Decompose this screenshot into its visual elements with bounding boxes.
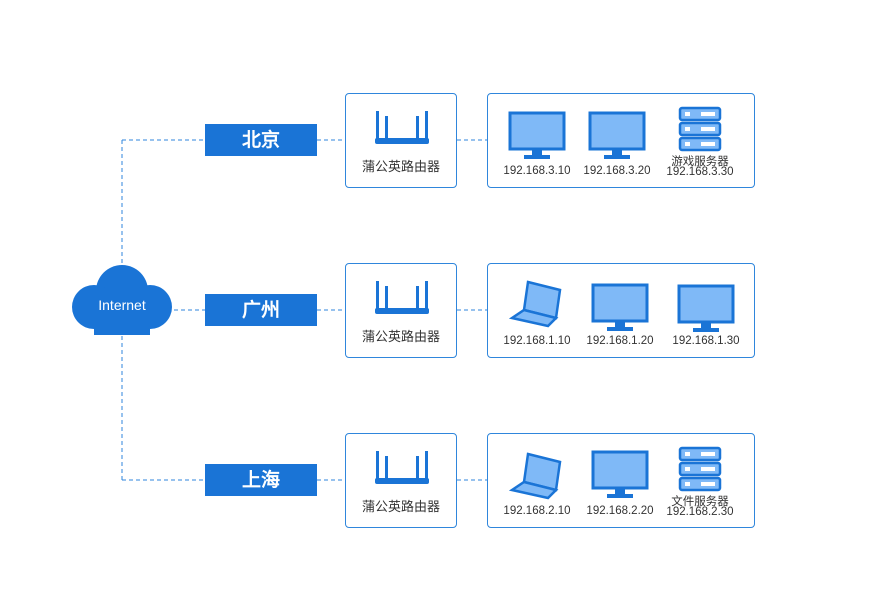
device-ip: 192.168.2.20 [586,505,654,517]
device-ip: 192.168.3.10 [503,165,571,177]
device-name: 游戏服务器 [671,154,729,168]
router-box-guangzhou: 蒲公英路由器 [345,263,457,358]
device-laptop: 192.168.1.10 [497,264,577,359]
router-label: 蒲公英路由器 [361,500,440,515]
device-monitor: 192.168.1.20 [580,264,660,359]
device-monitor: 192.168.1.30 [666,264,746,359]
server-icon [678,446,722,492]
device-name: 文件服务器 [671,494,729,508]
lan-box-shanghai: 192.168.2.10 192.168.2.20 文件服务器 192.168.… [487,433,755,528]
device-ip: 192.168.3.30 [666,166,734,178]
monitor-icon [677,284,735,332]
router-box-shanghai: 蒲公英路由器 [345,433,457,528]
laptop-icon [508,280,562,328]
monitor-icon [508,111,566,159]
device-ip: 192.168.3.20 [583,165,651,177]
device-ip: 192.168.1.20 [586,335,654,347]
server-icon [678,106,722,152]
device-server: 游戏服务器 192.168.3.30 [660,94,740,189]
router-icon [375,451,429,484]
monitor-icon [591,283,649,331]
device-server: 文件服务器 192.168.2.30 [660,434,740,529]
router-label: 蒲公英路由器 [361,160,440,175]
device-monitor: 192.168.3.10 [497,94,577,189]
device-ip: 192.168.1.30 [672,335,740,347]
monitor-icon [591,450,649,498]
device-ip: 192.168.1.10 [503,335,571,347]
router-box-beijing: 蒲公英路由器 [345,93,457,188]
router-icon [375,281,429,314]
device-monitor: 192.168.3.20 [577,94,657,189]
lan-box-beijing: 192.168.3.10 192.168.3.20 游戏服务器 192.168.… [487,93,755,188]
router-icon [375,111,429,144]
device-monitor: 192.168.2.20 [580,434,660,529]
city-label-shanghai: 上海 [205,464,317,496]
city-label-guangzhou: 广州 [205,294,317,326]
lan-box-guangzhou: 192.168.1.10 192.168.1.20 192.168.1.30 [487,263,755,358]
device-ip: 192.168.2.30 [666,506,734,518]
cloud-icon [72,265,172,335]
device-laptop: 192.168.2.10 [497,434,577,529]
city-label-beijing: 北京 [205,124,317,156]
laptop-icon [508,452,562,500]
internet-label: Internet [98,297,146,313]
router-label: 蒲公英路由器 [361,330,440,345]
device-ip: 192.168.2.10 [503,505,571,517]
monitor-icon [588,111,646,159]
